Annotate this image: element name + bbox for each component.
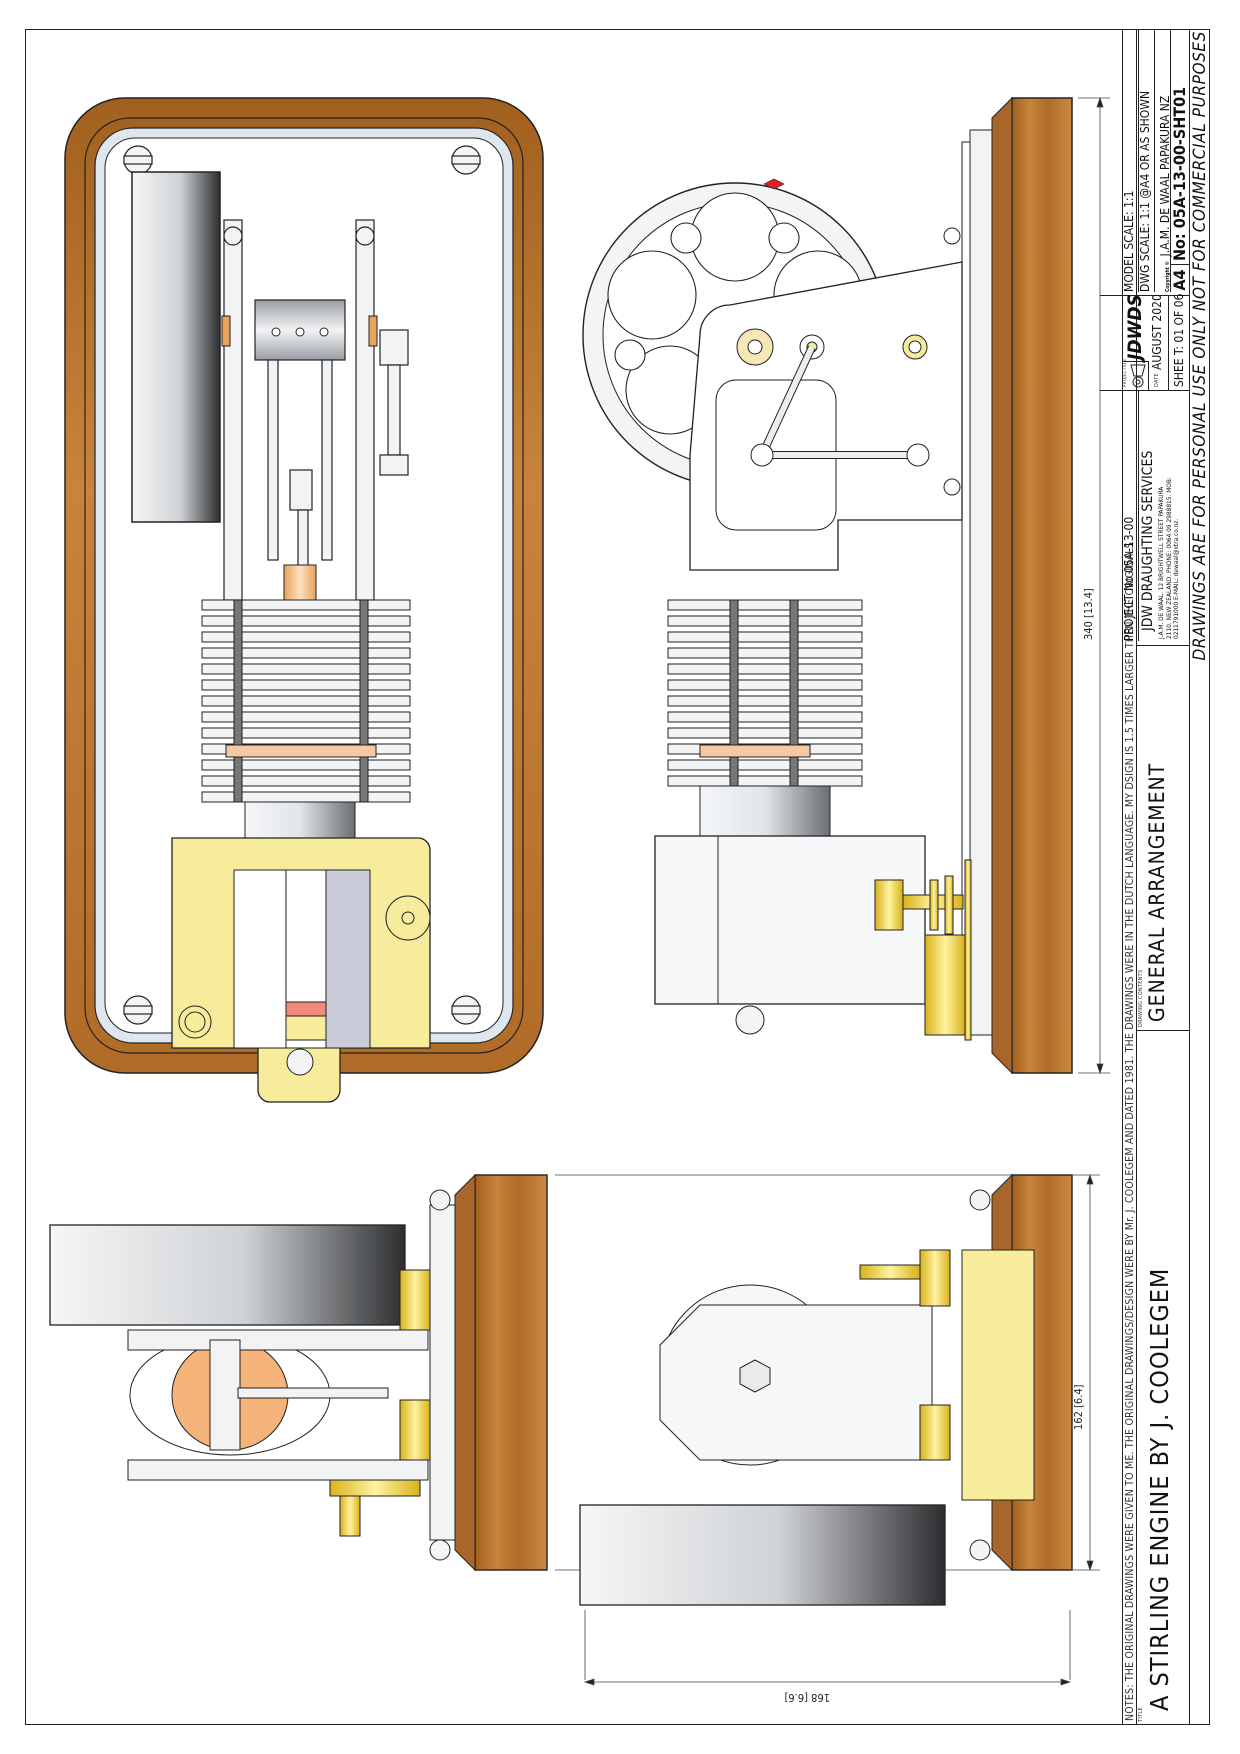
end-view-2 xyxy=(579,1173,1073,1686)
dimension-length xyxy=(1078,96,1110,1075)
drawing-frame xyxy=(25,29,1210,1725)
company-address: J.A.M. DE WAAL. 12 BRIGHTWELL STREET PAP… xyxy=(1157,477,1181,639)
copyright: Copyright © J.A.M. DE WAAL PAPAKURA NZ xyxy=(1154,29,1172,292)
scale-cell: MODEL SCALE: 1:1 DWG SCALE: 1:1 @A4 OR A… xyxy=(1100,29,1190,295)
date-value: AUGUST 2020 xyxy=(1150,294,1164,370)
title-cell: TITLE A STIRLING ENGINE BY J. COOLEGEM xyxy=(1137,1030,1190,1725)
company-cell: PROJECT No 05A-13-00 JDW DRAUGHTING SERV… xyxy=(1100,390,1190,645)
cooling-fins-top xyxy=(201,599,411,803)
dim-length-label: 340 [13.4] xyxy=(1082,588,1095,640)
drawing-contents: GENERAL ARRANGEMENT xyxy=(1145,762,1169,1022)
flywheel-top xyxy=(131,171,221,523)
address-line: 0211791000 E-MAIL: dewaal@xtra.co.nz. xyxy=(1172,518,1180,639)
dimension-height xyxy=(583,1610,1072,1686)
jdwds-logo: JDWDS xyxy=(1124,294,1146,360)
date-cell: DATE AUGUST 2020 xyxy=(1148,294,1169,390)
dwg-scale: DWG SCALE: 1:1 @A4 OR AS SHOWN xyxy=(1138,29,1155,292)
projection-symbol: PROJECTION xyxy=(1122,359,1149,390)
side-view xyxy=(582,96,1110,1075)
copper-bushing xyxy=(283,564,317,602)
project-number: PROJECT No 05A-13-00 xyxy=(1122,390,1139,641)
usage-disclaimer: DRAWINGS ARE FOR PERSONAL USE ONLY NOT F… xyxy=(1190,31,1210,661)
projection-cell: PROJECTION JDWDS DATE AUGUST 2020 SHEE T… xyxy=(1100,293,1190,390)
third-angle-projection-icon xyxy=(1130,364,1146,388)
dim-height-label: 168 [6.6] xyxy=(784,1691,830,1704)
base-screws xyxy=(123,145,481,1025)
company-name: JDW DRAUGHTING SERVICES xyxy=(1140,450,1156,631)
title-block: NOTES: THE ORIGINAL DRAWINGS WERE GIVEN … xyxy=(1100,29,1210,1725)
brass-fittings-side xyxy=(874,859,972,1041)
contents-label: DRAWING CONTENTS xyxy=(1138,969,1144,1027)
side-base-wood xyxy=(1011,97,1073,1074)
paper-size: A4 xyxy=(1170,264,1190,295)
dim-width-label: 162 [6.4] xyxy=(1072,1384,1085,1430)
contents-cell: DRAWING CONTENTS GENERAL ARRANGEMENT xyxy=(1137,645,1190,1030)
top-view xyxy=(64,97,544,1103)
drawing-number: No: 05A-13-00-SHT01 xyxy=(1170,86,1189,261)
drawing-title: A STIRLING ENGINE BY J. COOLEGEM xyxy=(1145,1267,1174,1711)
sheet-number: SHEE T: 01 OF 06 xyxy=(1172,293,1186,387)
date-label: DATE xyxy=(1154,372,1160,387)
title-label: TITLE xyxy=(1138,1707,1144,1722)
model-scale: MODEL SCALE: 1:1 xyxy=(1122,29,1139,292)
flywheel-end xyxy=(49,1224,406,1326)
brass-base-block xyxy=(961,1249,1035,1501)
flywheel-marker xyxy=(763,178,785,190)
cooling-fins-side xyxy=(667,599,863,787)
end-view-1 xyxy=(49,1173,1100,1572)
